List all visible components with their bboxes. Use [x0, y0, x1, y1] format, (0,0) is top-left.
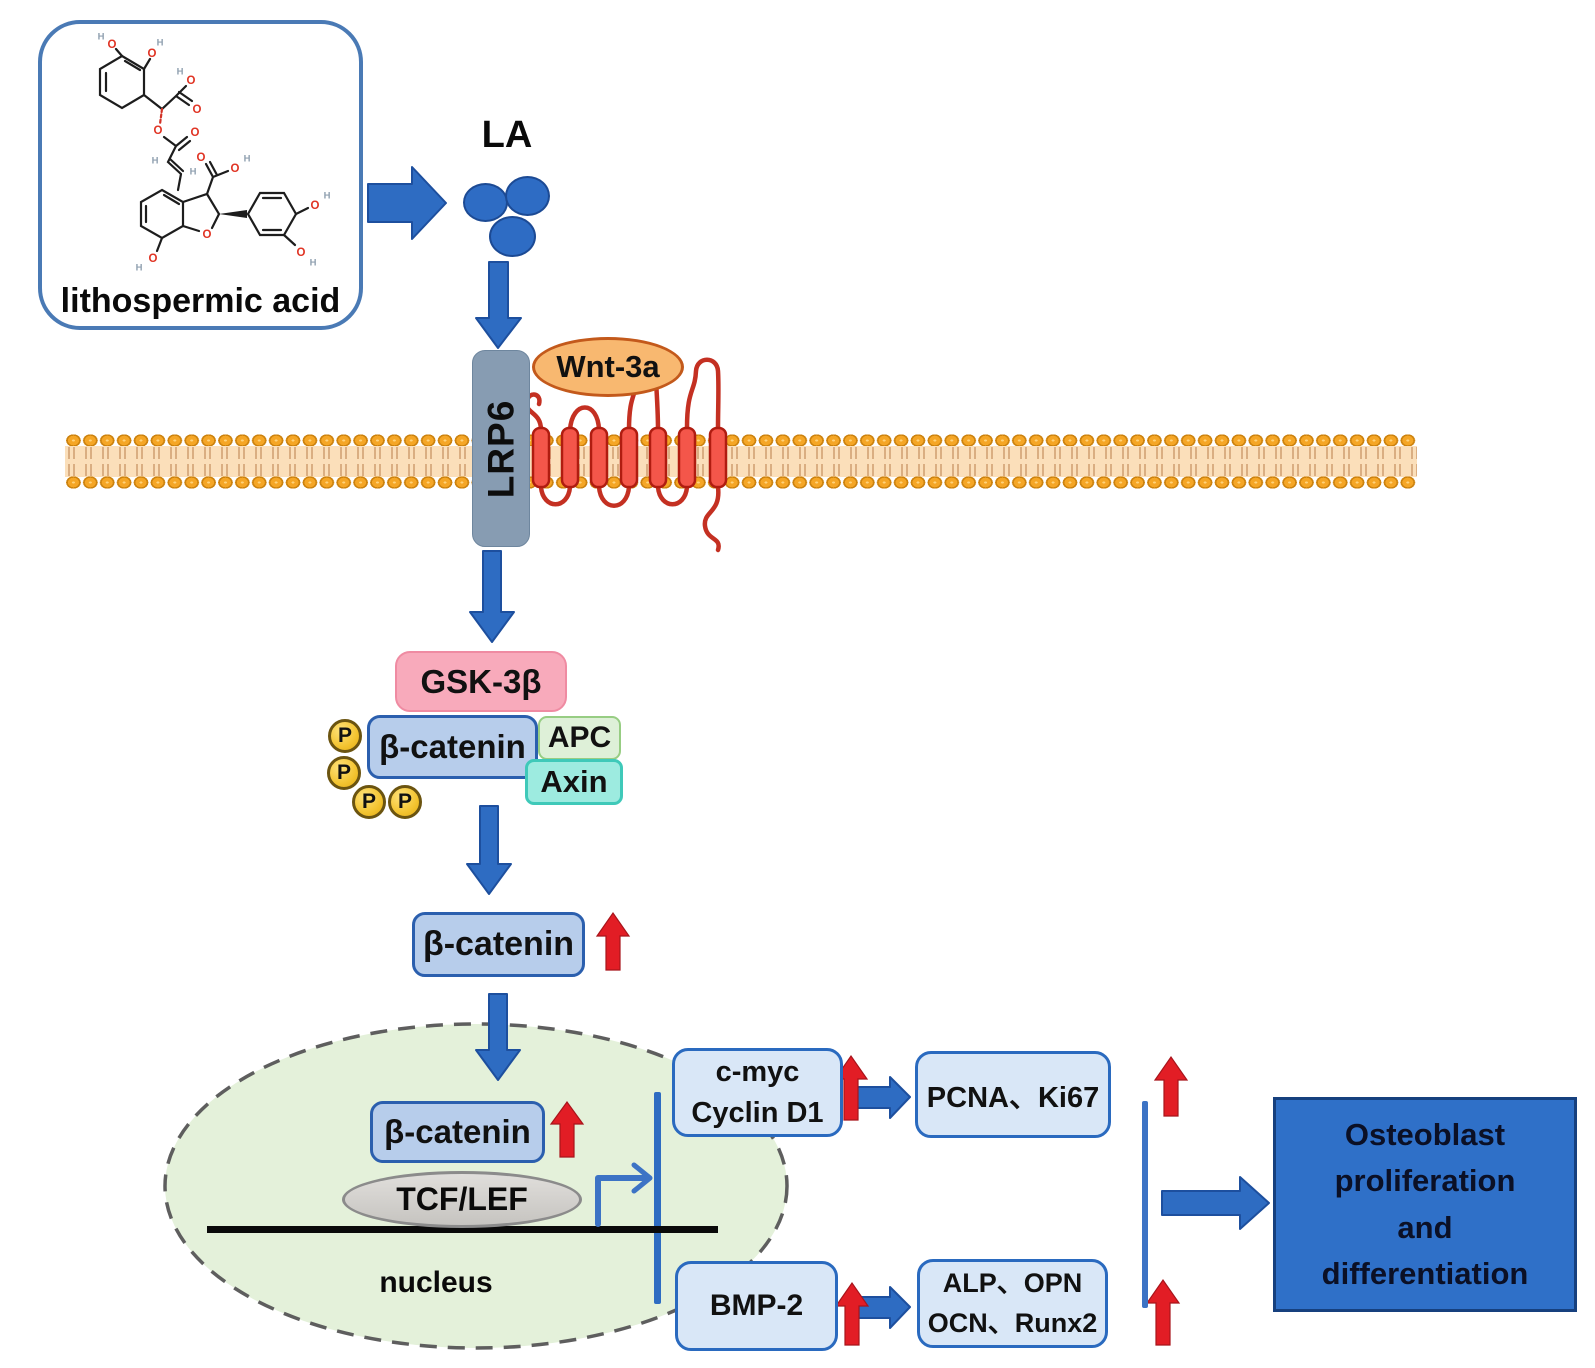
increase-arrow-alp	[1145, 1278, 1181, 1346]
apc-box: APC	[538, 716, 621, 760]
atom-label: H	[98, 32, 105, 43]
alp-opn-ocn-runx2-box: ALP、OPN OCN、Runx2	[917, 1259, 1108, 1348]
atom-label: H	[324, 191, 331, 202]
ocn-runx2-label: OCN、Runx2	[927, 1307, 1098, 1338]
phosphate-circle: P	[327, 756, 361, 790]
atom-label: H	[190, 167, 197, 178]
lrp6-receptor: LRP6	[472, 350, 530, 547]
bcatenin-nucleus-box: β-catenin	[370, 1101, 545, 1163]
outcome-line: differentiation	[1321, 1256, 1529, 1291]
phosphate-circle: P	[328, 719, 362, 753]
transmembrane-helix	[531, 426, 551, 489]
la-label: LA	[481, 114, 533, 156]
nucleus-label: nucleus	[379, 1266, 493, 1299]
osteoblast-outcome-box: Osteoblast proliferation and differentia…	[1273, 1097, 1577, 1312]
transcription-start-arrow	[595, 1175, 649, 1227]
transmembrane-helix	[677, 426, 697, 489]
arrow-lrp6-to-gsk	[469, 550, 515, 643]
arrow-la-to-lrp6	[475, 261, 522, 349]
atom-label: O	[108, 39, 117, 51]
atom-label: O	[297, 247, 306, 259]
increase-arrow-bcatenin-nucleus	[549, 1100, 585, 1158]
phosphate-circle: P	[388, 785, 422, 819]
receptor-loop	[655, 484, 690, 507]
molecule-skeleton	[98, 47, 310, 253]
compound-label: lithospermic acid	[60, 282, 341, 320]
la-molecule-dot	[505, 176, 550, 216]
frizzled-receptor-icon	[524, 357, 728, 553]
cyclind1-label: Cyclin D1	[691, 1096, 824, 1129]
membrane-tails-top	[65, 447, 1417, 459]
atom-label: O	[191, 127, 200, 139]
atom-label: O	[197, 152, 206, 164]
atom-label: O	[154, 125, 163, 137]
tcf-lef-ellipse: TCF/LEF	[342, 1171, 582, 1228]
atom-label: H	[310, 258, 317, 269]
la-molecule-dot	[463, 183, 508, 222]
atom-label: O	[149, 253, 158, 265]
membrane-outer-leaflet	[65, 433, 1417, 448]
axin-box: Axin	[525, 759, 623, 805]
arrow-bcatenin-to-nucleus	[475, 993, 521, 1081]
transcription-arrowhead	[631, 1162, 653, 1194]
membrane-inner-leaflet	[65, 475, 1417, 490]
receptor-loop	[567, 405, 602, 433]
cell-membrane	[65, 433, 1417, 490]
arrow-cmyc-to-pcna	[855, 1076, 911, 1119]
wnt3a-ligand: Wnt-3a	[532, 337, 684, 397]
arrow-bmp2-to-alp	[855, 1286, 911, 1329]
lrp6-label: LRP6	[480, 399, 522, 498]
outcome-line: Osteoblast	[1344, 1116, 1506, 1152]
receptor-tail	[702, 484, 721, 553]
receptor-loop	[538, 484, 573, 507]
cmyc-label: c-myc	[715, 1055, 800, 1088]
arrow-compound-to-la	[367, 166, 447, 240]
atom-label: O	[231, 163, 240, 175]
transmembrane-helix	[708, 426, 728, 489]
transmembrane-helix	[589, 426, 609, 489]
atom-label: H	[244, 154, 251, 165]
receptor-loop	[596, 484, 632, 508]
atom-label: H	[157, 38, 164, 49]
increase-arrow-bcatenin-cytoplasm	[595, 911, 631, 971]
atom-label: H	[136, 263, 143, 274]
increase-arrow-bmp2	[834, 1281, 870, 1346]
barrier-line-left	[654, 1092, 661, 1304]
alp-opn-label: ALP、OPN	[942, 1268, 1083, 1299]
atom-label: H	[177, 67, 184, 78]
gsk3b-box: GSK-3β	[395, 651, 567, 712]
arrow-complex-to-bcatenin	[466, 805, 512, 895]
atom-label: O	[187, 75, 196, 87]
pcna-ki67-box: PCNA、Ki67	[915, 1051, 1111, 1138]
atom-label: O	[311, 200, 320, 212]
bmp2-box: BMP-2	[675, 1261, 838, 1351]
atom-label: O	[193, 104, 202, 116]
cmyc-cyclind1-box: c-myc Cyclin D1	[672, 1048, 843, 1137]
transmembrane-helix	[648, 426, 668, 489]
atom-label: O	[203, 229, 212, 241]
outcome-line: and	[1397, 1209, 1453, 1245]
bcatenin-cytoplasm-box: β-catenin	[412, 912, 585, 977]
receptor-loop	[684, 357, 721, 431]
barrier-line-right	[1142, 1101, 1148, 1308]
atom-label: H	[152, 156, 159, 167]
increase-arrow-pcna	[1153, 1055, 1189, 1117]
transmembrane-helix	[619, 426, 639, 489]
membrane-tails-bottom	[65, 464, 1417, 476]
atom-label: O	[148, 48, 157, 60]
transmembrane-helix	[560, 426, 580, 489]
phosphate-circle: P	[352, 785, 386, 819]
dna-line	[207, 1226, 718, 1233]
bcatenin-complex-box: β-catenin	[367, 715, 538, 779]
membrane-core	[65, 446, 1417, 477]
arrow-to-osteoblast	[1161, 1176, 1270, 1230]
outcome-line: proliferation	[1334, 1163, 1516, 1198]
la-molecule-dot	[489, 216, 536, 257]
